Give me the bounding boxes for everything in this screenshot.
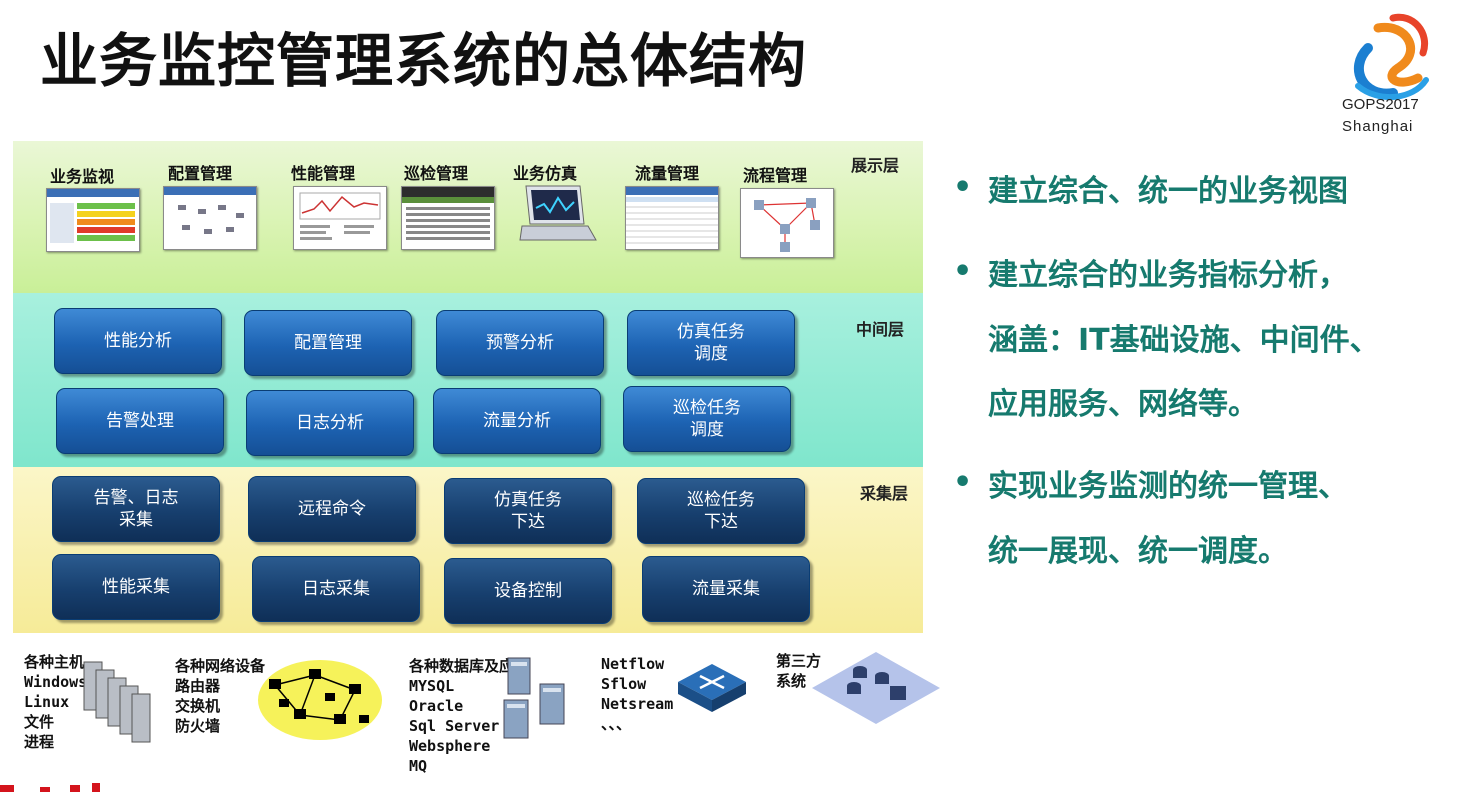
box-inspection-scheduling: 巡检任务 调度	[623, 386, 791, 452]
box-traffic-collect: 流量采集	[642, 556, 810, 622]
red-decoration-icon	[0, 783, 100, 792]
app-label-inspection: 巡检管理	[404, 164, 469, 183]
box-inspection-dispatch: 巡检任务 下达	[637, 478, 805, 544]
box-simulation-scheduling: 仿真任务 调度	[627, 310, 795, 376]
slide-title: 业务监控管理系统的总体结构	[40, 27, 808, 95]
thumbnail-performance	[293, 186, 387, 250]
source-database-text: 各种数据库及应用 MYSQL Oracle Sql Server Websphe…	[409, 657, 530, 775]
laptop-icon	[519, 185, 597, 241]
thumbnail-business-monitor	[46, 188, 140, 252]
layer-label-presentation: 展示层	[851, 156, 900, 175]
app-label-business-monitor: 业务监视	[50, 167, 115, 186]
box-config-management: 配置管理	[244, 310, 412, 376]
box-device-control: 设备控制	[444, 558, 612, 624]
router-icon	[678, 664, 746, 712]
bullet-text-2-line2: 涵盖：IT基础设施、中间件、	[988, 323, 1380, 358]
third-party-system-icon	[812, 652, 940, 724]
thumbnail-config	[163, 186, 257, 250]
box-simulation-dispatch: 仿真任务 下达	[444, 478, 612, 544]
source-thirdparty-text: 第三方 系统	[776, 652, 822, 690]
thumbnail-traffic	[625, 186, 719, 250]
bullet-text-3-line1: 实现业务监测的统一管理、	[988, 469, 1348, 504]
source-flow-text: Netflow Sflow Netsream 、、、	[601, 655, 674, 733]
bullet-text-2-line3: 应用服务、网络等。	[988, 387, 1258, 422]
box-alarm-log-collect: 告警、日志 采集	[52, 476, 220, 542]
thumbnail-inspection	[401, 186, 495, 250]
bullet-dot-3: •	[953, 465, 973, 500]
box-log-collect: 日志采集	[252, 556, 420, 622]
source-network-text: 各种网络设备 路由器 交换机 防火墙	[175, 657, 266, 735]
logo-text-city: Shanghai	[1342, 118, 1414, 135]
bullet-text-2-line1: 建立综合的业务指标分析，	[988, 258, 1348, 293]
server-rack-icon	[83, 661, 151, 743]
app-label-workflow: 流程管理	[743, 166, 808, 185]
box-traffic-analysis: 流量分析	[433, 388, 601, 454]
box-remote-command: 远程命令	[248, 476, 416, 542]
network-topology-icon	[258, 660, 382, 740]
bullet-dot-1: •	[953, 170, 973, 205]
box-performance-analysis: 性能分析	[54, 308, 222, 374]
box-warning-analysis: 预警分析	[436, 310, 604, 376]
source-hosts-text: 各种主机 Windows Linux 文件 进程	[24, 653, 88, 751]
app-label-config: 配置管理	[168, 164, 233, 183]
thumbnail-workflow	[740, 188, 834, 258]
bullet-text-3-line2: 统一展现、统一调度。	[988, 534, 1288, 569]
box-performance-collect: 性能采集	[52, 554, 220, 620]
logo-text-year: GOPS2017	[1342, 96, 1419, 113]
app-label-traffic: 流量管理	[635, 164, 700, 183]
box-alarm-handling: 告警处理	[56, 388, 224, 454]
layer-label-middle: 中间层	[856, 320, 905, 339]
app-label-simulation: 业务仿真	[513, 164, 578, 183]
database-server-icon	[503, 657, 565, 739]
bullet-text-1: 建立综合、统一的业务视图	[988, 174, 1348, 209]
box-log-analysis: 日志分析	[246, 390, 414, 456]
layer-label-collection: 采集层	[860, 484, 909, 503]
gops-logo-icon	[1353, 13, 1429, 100]
bullet-dot-2: •	[953, 254, 973, 289]
app-label-performance: 性能管理	[291, 164, 356, 183]
